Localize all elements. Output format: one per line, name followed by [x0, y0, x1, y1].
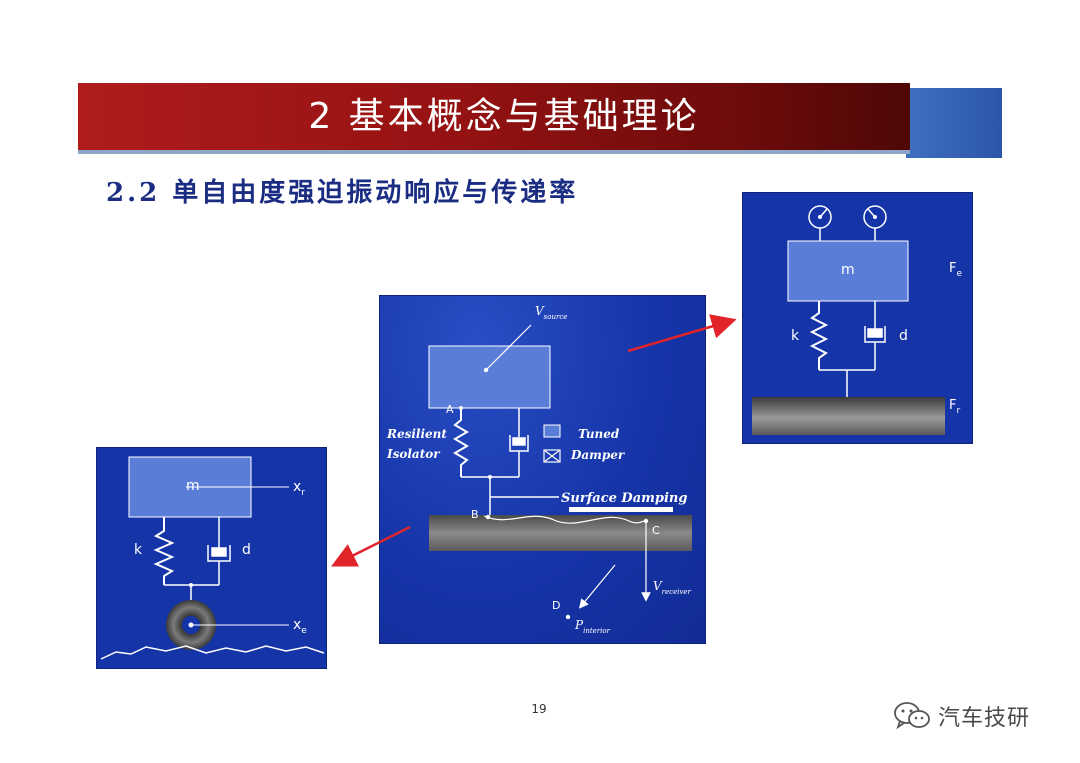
- quarter-car-diagram: m xr k d xe: [96, 447, 327, 669]
- point-c-label: C: [652, 524, 660, 537]
- mass-block: [787, 240, 909, 302]
- source-velocity-label: Vsource: [535, 304, 567, 321]
- force-transmission-diagram: m Fe k d Fr: [742, 192, 973, 444]
- title-bar: [78, 83, 910, 150]
- damper-label: d: [242, 542, 251, 558]
- point-a-label: A: [446, 403, 454, 416]
- interior-pressure-label: Pinterior: [574, 618, 611, 635]
- point-d-label: D: [552, 599, 560, 612]
- surface-damping-label: Surface Damping: [561, 491, 687, 506]
- excitation-force-label: Fe: [949, 261, 962, 279]
- mass-label: m: [841, 262, 855, 278]
- input-label: xe: [293, 617, 307, 636]
- damper-label: d: [899, 328, 908, 344]
- page-number: 19: [531, 702, 547, 716]
- title-accent-bar: [906, 88, 1002, 158]
- isolator-spring-icon: [453, 408, 469, 477]
- wechat-icon: [894, 702, 930, 730]
- road-profile: [100, 645, 325, 660]
- exciter-left-icon: [808, 205, 832, 241]
- slide-title: 2 基本概念与基础理论: [308, 96, 700, 137]
- tuned-damper-icon: [543, 424, 561, 438]
- transmitted-force-label: Fr: [949, 398, 960, 416]
- watermark-text: 汽车技研: [938, 706, 1031, 731]
- mass-label: m: [186, 478, 200, 494]
- surface-damping-strip: [569, 507, 673, 512]
- section-subtitle: 2.2 单自由度强迫振动响应与传递率: [106, 178, 579, 208]
- exciter-right-icon: [863, 205, 887, 241]
- base-structure: [752, 397, 945, 435]
- watermark: 汽车技研: [892, 696, 1030, 736]
- spring-icon: [809, 301, 829, 370]
- receiver-velocity-label: Vreceiver: [653, 579, 692, 596]
- damper-icon: [864, 301, 886, 370]
- title-underline: [78, 150, 910, 154]
- damper-icon: [509, 408, 529, 477]
- output-label: xr: [293, 479, 305, 498]
- damper-icon: [207, 517, 231, 585]
- spring-label: k: [134, 542, 143, 558]
- spring-label: k: [791, 328, 800, 344]
- point-b-label: B: [471, 508, 479, 521]
- spring-icon: [153, 517, 175, 585]
- source-mass-block: [428, 345, 551, 409]
